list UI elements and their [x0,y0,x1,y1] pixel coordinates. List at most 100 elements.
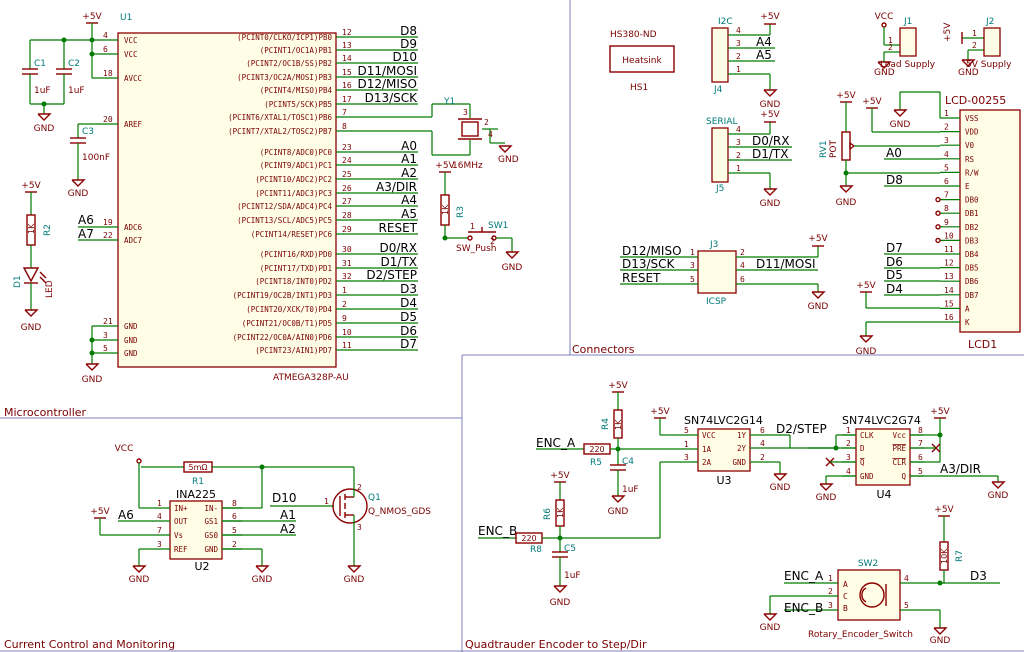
net-a7: A7 [78,227,94,241]
r7-value: 10K [940,548,949,564]
u4-right-pin-name: Q [901,472,906,481]
sw1-gnd-label: GND [502,263,523,273]
mcu-right-pin-name: (PCINT0/CLKO/ICP1)PB0 [237,33,332,42]
encoder-circuit: ENC_A 220 R5 +5V 1K R4 GND C4 1uF ENC_B … [478,381,676,608]
connector-j2-5v: +5V GND J2 5V Supply 1 2 [943,17,1012,78]
y1-pin-2: 2 [484,118,489,127]
sw2-net-enc-a: ENC_A [784,569,824,583]
mcu-power-rail: +5V C1 1uF GND C2 1uF GND C3 100nF [22,12,118,385]
lcd-pin-number: 2 [944,123,949,132]
sw2-gnd-label: GND [760,623,781,633]
ic-u4: SN74LVC2G74 U4 1CLK2D3Q4GND8Vcc7PRE6CLR5… [816,407,1009,503]
mcu-left-pin-name: VCC [124,36,138,45]
j3-net-sck: D13/SCK [622,257,676,271]
lcd-nc-pin [935,237,941,244]
sw2-ref: SW2 [858,559,878,569]
mcu-net-label: RESET [379,221,418,235]
mcu-right-pin-number: 32 [342,272,352,281]
u4-left-pin-number: 4 [846,467,851,476]
rv1-pot [841,131,851,161]
j4-pin-2: 2 [736,52,741,61]
sw1-value: SW_Push [456,244,496,254]
c3-ref: C3 [82,127,94,137]
mcu-right-pin-number: 17 [342,95,352,104]
lcd-nc-pin [935,210,941,216]
u4-net-dir: A3/DIR [940,462,981,476]
mcu-left-pin-name: GND [124,336,138,345]
section-title-current: Current Control and Monitoring [4,638,175,651]
mcu-left-pin-name: GND [124,322,138,331]
r6-ref: R6 [543,508,553,520]
sw2-pin-4: 4 [904,574,909,583]
lcd-pin-name: DB6 [965,277,979,286]
r2-value: 1K [27,223,36,234]
u2-right-pin-name: IN- [204,504,218,513]
mcu-net-label: A0 [401,139,417,153]
u3-left-pin-number: 3 [684,453,689,462]
j1-pin-2: 2 [888,43,893,52]
sw2-pin-1: 1 [828,574,833,583]
u4-right-pin-name: Vcc [892,431,906,440]
mcu-left-pin-number: 21 [103,317,113,326]
mcu-right-pin-number: 13 [342,41,352,50]
d1-led [22,267,40,283]
u4-right-pin-name: PRE [892,444,906,453]
mcu-net-label: A2 [401,166,417,180]
mcu-left-pin-name: AVCC [124,74,142,83]
c2-value: 1uF [68,86,85,96]
r7-5v-label: +5V [934,505,954,515]
lcd-pin-name: VSS [965,114,979,123]
enc-net-a: ENC_A [536,436,576,450]
lcd-ref: LCD1 [968,338,997,351]
lcd-pin-number: 12 [944,259,954,268]
sw1-pin-2: 2 [490,237,495,246]
lcd-pin-number: 10 [944,231,954,240]
lcd-net-db4: D7 [886,241,903,255]
lcd-pin-number: 1 [944,109,949,118]
mcu-right-pin-number: 15 [342,68,352,77]
connector-j3-icsp: J3 ICSP +5V GND 1 3 5 2 4 6 D12/MISO D13… [620,234,829,312]
j4-net-a4: A4 [756,35,772,49]
mcu-left-pin-number: 18 [103,69,113,78]
sw2-value: Rotary_Encoder_Switch [808,630,913,640]
lcd-pin-name: DB4 [965,250,979,259]
c1c2-gnd-label: GND [34,124,55,134]
led-gnd-label: GND [21,323,42,333]
r6-5v-label: +5V [550,471,570,481]
j1-ref: J1 [903,17,912,27]
mcu-net-label: A5 [401,207,417,221]
mcu-right-pin-name: (PCINT7/XTAL2/TOSC2)PB7 [228,127,332,136]
lcd-pin-name: DB0 [965,196,979,205]
mcu-left-pin-name: ADC7 [124,236,142,245]
j2-gnd-label: GND [958,68,979,78]
rv1-value: POT [829,139,839,158]
lcd-pin-name: DB7 [965,291,979,300]
lcd-pin-name: A [965,304,970,313]
u3-right-pin-name: 1Y [737,431,747,440]
hs1-label: HS380-ND [610,30,657,40]
u3-value: SN74LVC2G14 [684,414,763,427]
lcd-net-e: D8 [886,173,903,187]
lcd-pin-number: 6 [944,177,949,186]
lcd-pin-name: DB5 [965,264,979,273]
j3-net-miso: D12/MISO [622,244,682,258]
u2-right-pin-number: 5 [232,526,237,535]
mcu-right-pin-name: (PCINT3/OC2A/MOSI)PB3 [237,73,332,82]
r5-ref: R5 [590,458,602,468]
mcu-right-pin-number: 7 [342,108,347,117]
mcu-right-pin-number: 24 [342,156,352,165]
c3-value: 100nF [82,153,110,163]
mcu-net-label: D2/STEP [366,268,417,282]
c4-value: 1uF [622,485,639,495]
j5-pin-3: 3 [736,138,741,147]
mcu-right-pin-name: (PCINT20/XCK/T0)PD4 [246,305,332,314]
mcu-left-pin-name: GND [124,349,138,358]
mcu-right-pin-name: (PCINT17/TXD)PD1 [260,264,332,273]
u2-right-pin-number: 2 [232,540,237,549]
u4-right-pin-number: 8 [918,426,923,435]
j4-net-a5: A5 [756,48,772,62]
